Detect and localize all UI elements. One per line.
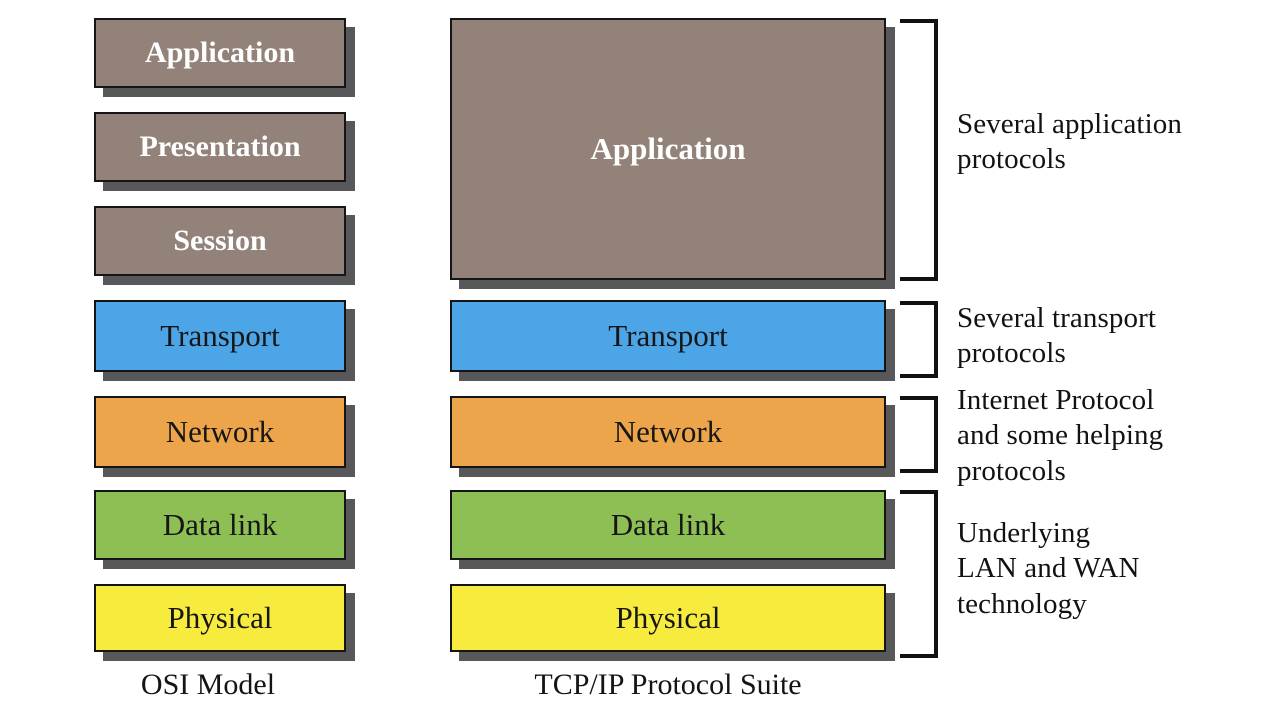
tcpip-layer-physical[interactable]: Physical bbox=[450, 584, 886, 652]
annotation-internet-protocol: Internet Protocol and some helping proto… bbox=[957, 383, 1267, 489]
osi-layer-label: Session bbox=[173, 224, 267, 258]
annotation-line: Underlying bbox=[957, 517, 1091, 549]
osi-layer-transport[interactable]: Transport bbox=[94, 300, 346, 372]
caption-osi-model: OSI Model bbox=[140, 668, 276, 701]
annotation-transport-protocols: Several transport protocols bbox=[957, 301, 1267, 372]
osi-layer-label: Presentation bbox=[139, 130, 301, 164]
bracket-application bbox=[900, 19, 938, 281]
bracket-arm-top bbox=[900, 490, 938, 494]
annotation-line: protocols bbox=[957, 143, 1066, 176]
annotation-line: Several transport bbox=[957, 302, 1156, 334]
tcpip-layer-label: Network bbox=[613, 413, 723, 449]
osi-layer-network[interactable]: Network bbox=[94, 396, 346, 468]
bracket-spine bbox=[934, 396, 938, 473]
tcpip-layer-network[interactable]: Network bbox=[450, 396, 886, 468]
annotation-application-protocols: Several application protocols bbox=[957, 107, 1267, 178]
annotation-line: and some helping bbox=[957, 419, 1164, 452]
bracket-network bbox=[900, 396, 938, 473]
tcpip-layer-label: Application bbox=[590, 130, 746, 166]
annotation-line: LAN and WAN bbox=[957, 552, 1140, 585]
osi-layer-application[interactable]: Application bbox=[94, 18, 346, 88]
bracket-transport bbox=[900, 301, 938, 378]
annotation-line: Internet Protocol bbox=[957, 384, 1155, 416]
bracket-spine bbox=[934, 490, 938, 658]
bracket-arm-top bbox=[900, 301, 938, 305]
osi-layer-presentation[interactable]: Presentation bbox=[94, 112, 346, 182]
bracket-spine bbox=[934, 301, 938, 378]
bracket-arm-bottom bbox=[900, 654, 938, 658]
bracket-arm-bottom bbox=[900, 277, 938, 281]
annotation-line: Several application bbox=[957, 108, 1182, 140]
bracket-arm-bottom bbox=[900, 374, 938, 378]
osi-layer-physical[interactable]: Physical bbox=[94, 584, 346, 652]
osi-layer-session[interactable]: Session bbox=[94, 206, 346, 276]
caption-tcpip-protocol-suite: TCP/IP Protocol Suite bbox=[534, 668, 802, 701]
bracket-spine bbox=[934, 19, 938, 281]
annotation-line: protocols bbox=[957, 337, 1066, 370]
osi-layer-label: Transport bbox=[160, 317, 280, 353]
osi-layer-label: Network bbox=[165, 413, 275, 449]
bracket-underlying bbox=[900, 490, 938, 658]
bracket-arm-top bbox=[900, 19, 938, 23]
tcpip-layer-label: Data link bbox=[610, 506, 726, 542]
tcpip-layer-label: Physical bbox=[615, 599, 721, 635]
annotation-line: protocols bbox=[957, 454, 1066, 487]
bracket-arm-top bbox=[900, 396, 938, 400]
tcpip-layer-data-link[interactable]: Data link bbox=[450, 490, 886, 560]
bracket-arm-bottom bbox=[900, 469, 938, 473]
tcpip-layer-transport[interactable]: Transport bbox=[450, 300, 886, 372]
osi-layer-label: Physical bbox=[167, 599, 273, 635]
annotation-line: technology bbox=[957, 587, 1087, 620]
osi-layer-data-link[interactable]: Data link bbox=[94, 490, 346, 560]
osi-layer-label: Data link bbox=[162, 506, 278, 542]
tcpip-layer-label: Transport bbox=[608, 317, 728, 353]
osi-layer-label: Application bbox=[144, 36, 296, 70]
annotation-underlying-technology: Underlying LAN and WAN technology bbox=[957, 516, 1267, 622]
tcpip-layer-application[interactable]: Application bbox=[450, 18, 886, 280]
